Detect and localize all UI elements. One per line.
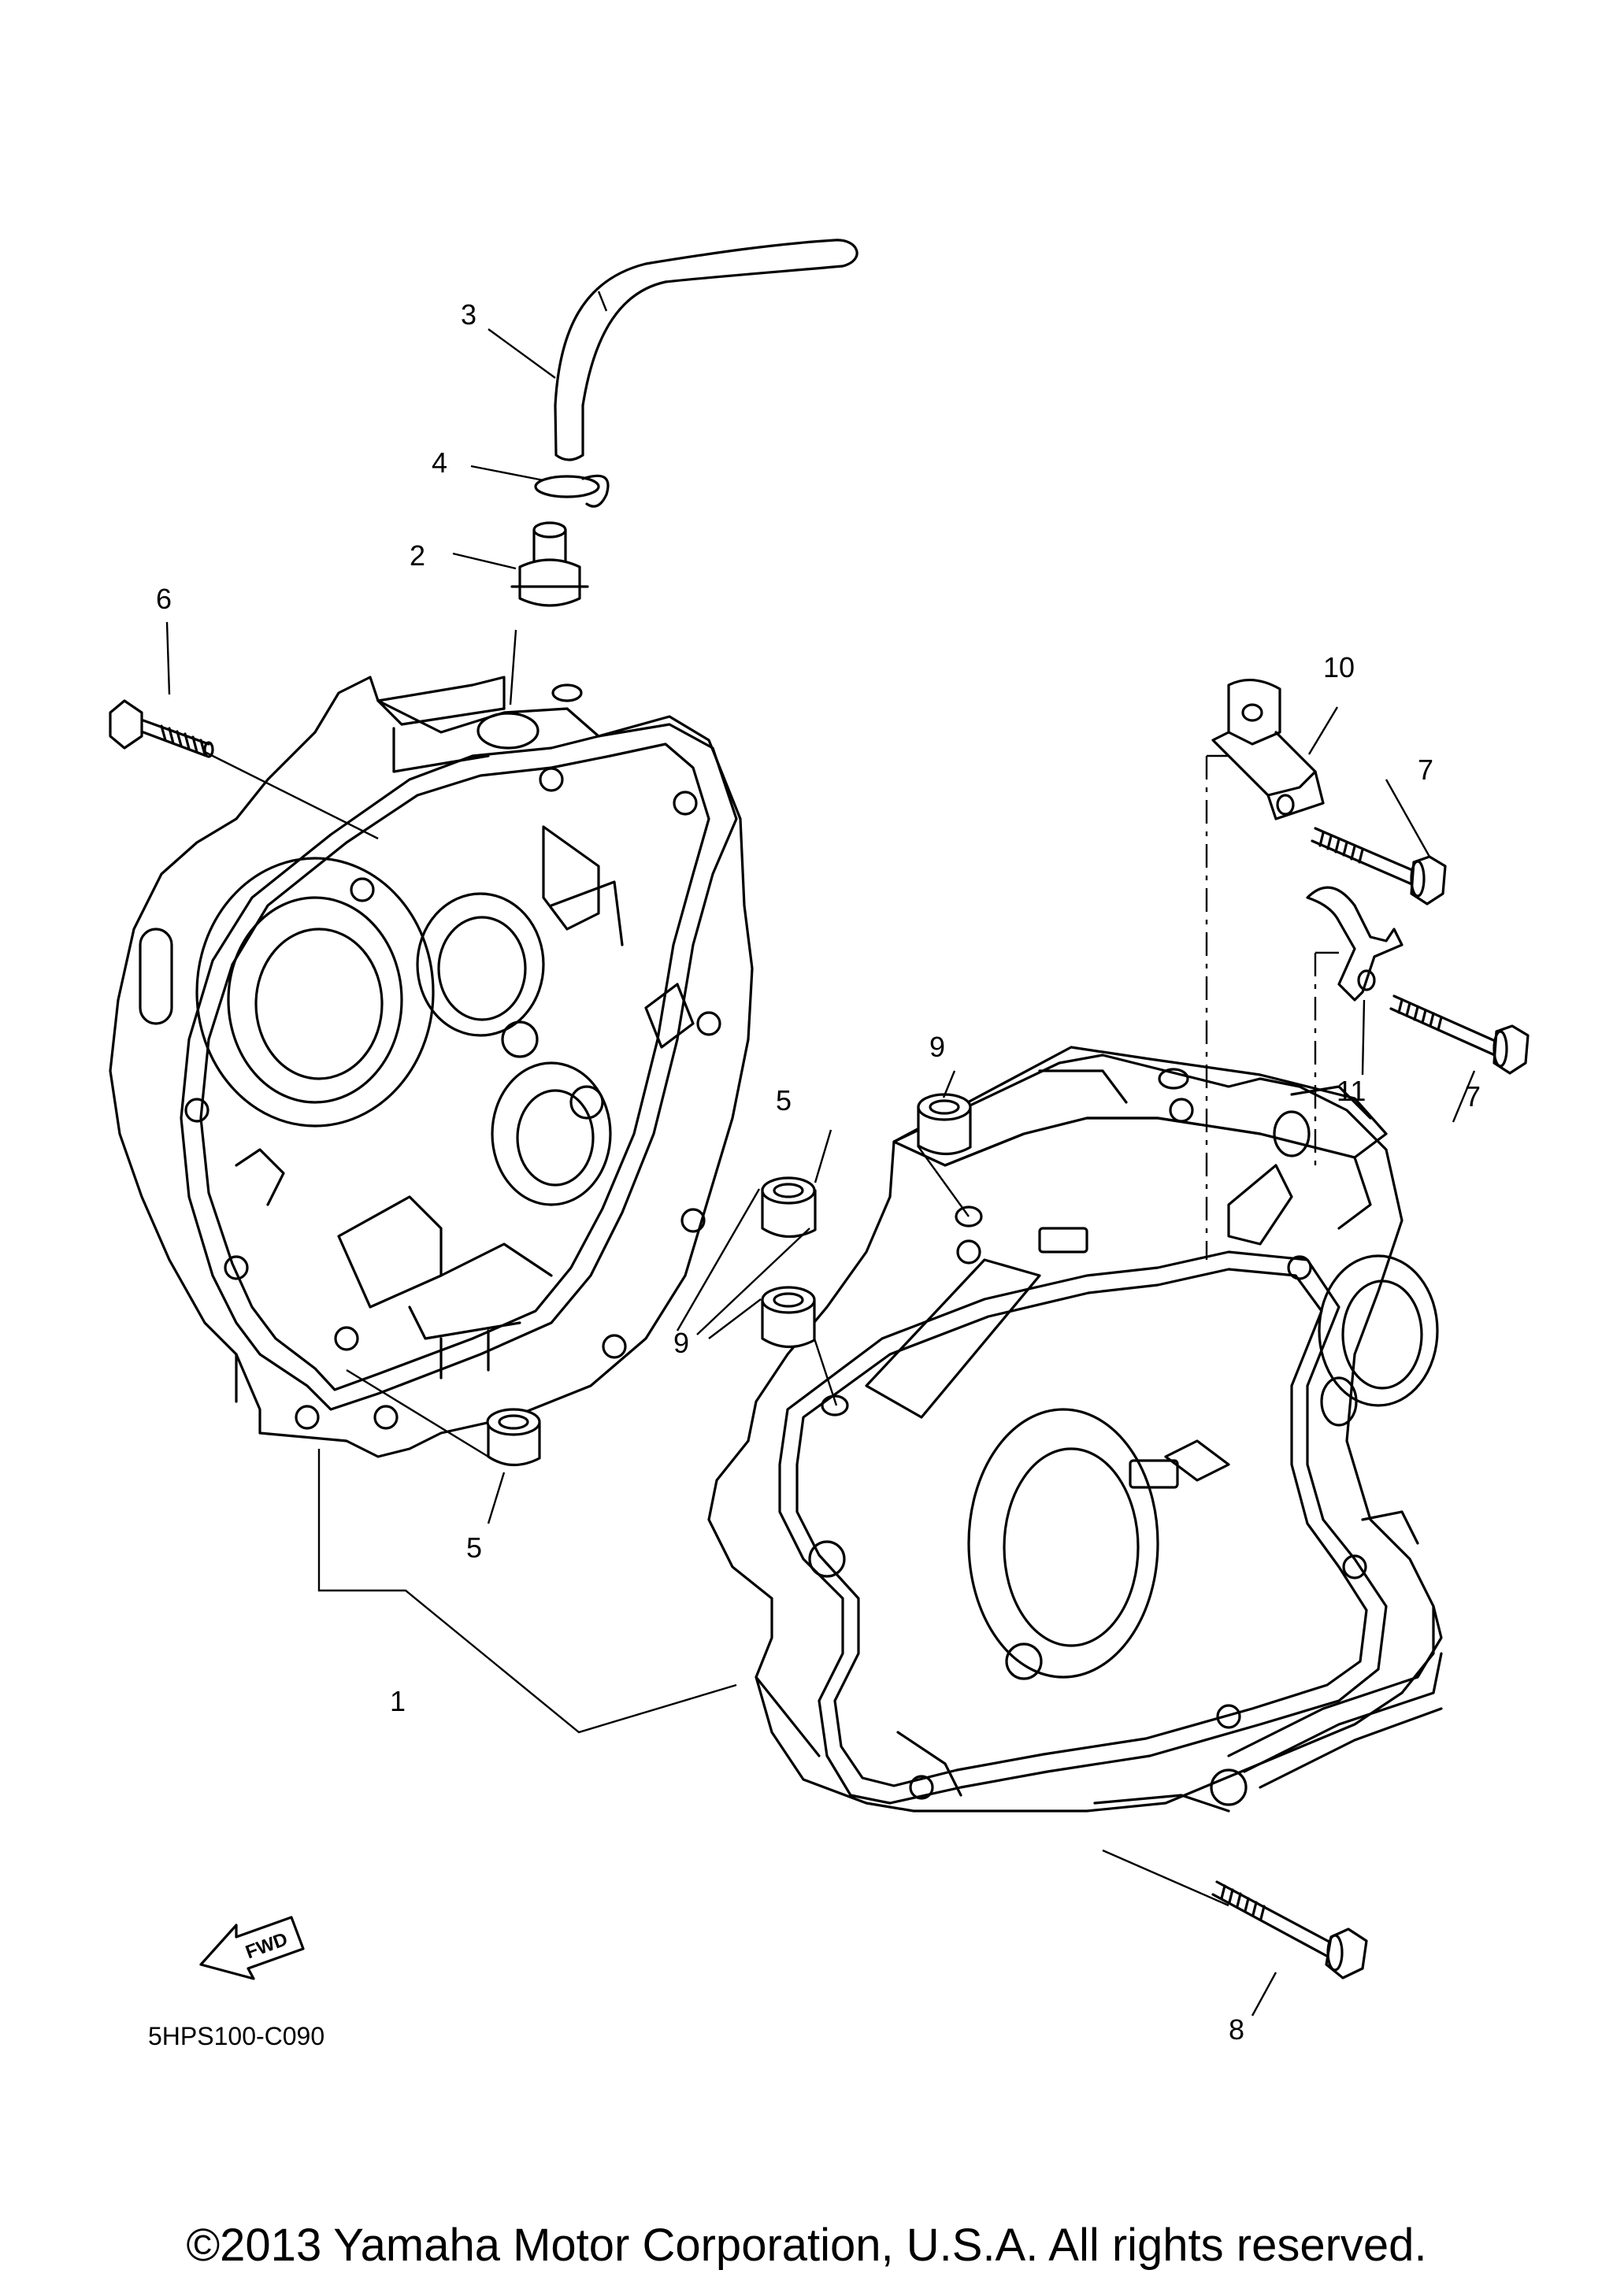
part-6-bolt[interactable] [109,699,214,758]
callout-9-lower: 9 [673,1327,689,1359]
diagram-code: 5HPS100-C090 [148,2022,324,2050]
part-4-clip[interactable] [534,474,610,508]
callout-7-lower: 7 [1465,1080,1481,1113]
part-10-bracket[interactable] [1211,678,1325,820]
copyright-notice: ©2013 Yamaha Motor Corporation, U.S.A. A… [186,2220,1427,2271]
callout-6: 6 [156,583,172,615]
part-5-dowel-lower[interactable] [486,1408,541,1467]
callout-1: 1 [390,1685,406,1717]
callout-labels: 1 2 3 4 5 5 6 7 7 8 9 9 10 11 [156,298,1481,2046]
callout-3: 3 [461,298,476,331]
part-7-bolt-upper[interactable] [1311,827,1447,905]
callout-5-lower: 5 [466,1531,482,1564]
part-8-bolt[interactable] [1211,1880,1368,1979]
callout-11: 11 [1337,1075,1366,1107]
part-2-pipe-fitting[interactable] [510,521,589,607]
part-11-bracket[interactable] [1306,886,1403,1002]
right-crankcase-half[interactable] [707,1046,1443,1813]
part-7-bolt-lower[interactable] [1389,994,1530,1075]
callout-4: 4 [432,446,447,479]
part-5-dowel-upper[interactable] [761,1176,817,1239]
callout-2: 2 [410,539,425,572]
leader-lines [165,328,1476,2016]
part-9-dowel-upper[interactable] [917,1093,972,1156]
callout-8: 8 [1229,2013,1244,2046]
part-3-breather-hose[interactable] [554,239,858,461]
fwd-arrow-icon: FWD [199,1916,305,1980]
part-9-dowel-lower[interactable] [761,1286,816,1349]
callout-9-upper: 9 [929,1031,945,1063]
callout-5-upper: 5 [776,1084,792,1117]
callout-10: 10 [1323,651,1355,683]
left-crankcase-half[interactable] [109,676,754,1458]
parts-diagram: 1 2 3 4 5 5 6 7 7 8 9 9 10 11 FWD 5HPS10… [109,239,1530,2050]
callout-7-upper: 7 [1418,754,1433,786]
